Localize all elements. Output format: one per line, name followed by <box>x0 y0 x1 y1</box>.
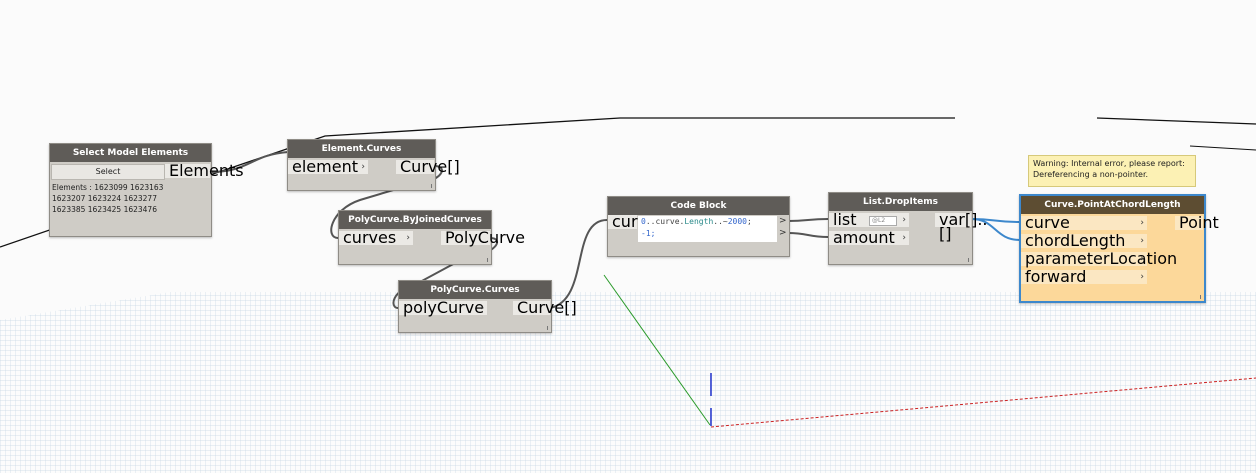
input-port-curve[interactable]: curve <box>608 214 657 230</box>
chevron-right-icon: › <box>361 162 365 172</box>
selection-info: Elements : 1623099 1623163 1623207 16232… <box>52 183 164 214</box>
port-label: forward <box>1025 267 1087 286</box>
input-port-curve[interactable]: curve › <box>1021 213 1147 232</box>
port-label: curves <box>343 228 397 247</box>
port-label: polyCurve <box>403 298 485 317</box>
output-port-point[interactable]: Point <box>1175 215 1219 231</box>
output-port-1[interactable]: > <box>779 216 787 226</box>
node-title: Code Block <box>608 197 789 215</box>
resize-handle[interactable] <box>547 326 548 330</box>
wire <box>549 219 608 309</box>
chevron-right-icon: › <box>1140 236 1144 246</box>
model-curve-line <box>1096 117 1256 125</box>
code-token: Length <box>684 217 714 226</box>
node-title: Select Model Elements <box>50 144 211 162</box>
output-port-curves[interactable]: Curve[] <box>396 159 460 175</box>
wire <box>392 237 498 309</box>
input-port-chordlength[interactable]: chordLength › <box>1021 231 1147 250</box>
warning-bubble: Warning: Internal error, please report: … <box>1028 155 1196 187</box>
code-token: ..curve. <box>645 217 685 226</box>
chevron-right-icon: › <box>1140 254 1144 264</box>
node-polycurve-curves[interactable]: PolyCurve.Curves polyCurve › Curve[] <box>398 280 577 333</box>
node-title: Element.Curves <box>288 140 435 158</box>
node-curve-point-at-chord-length[interactable]: Curve.PointAtChordLength curve › chordLe… <box>1019 194 1219 303</box>
wire-selected <box>971 218 1021 241</box>
resize-handle[interactable] <box>968 258 969 262</box>
node-select-model-elements[interactable]: Select Model Elements Select Elements El… <box>49 143 244 237</box>
input-port-parameterlocation[interactable]: parameterLocation › <box>1021 251 1177 267</box>
resize-handle[interactable] <box>431 184 432 188</box>
port-label: list <box>833 210 857 229</box>
port-label: chordLength <box>1025 231 1126 250</box>
output-port-2[interactable]: > <box>779 228 787 238</box>
port-label: amount <box>833 228 895 247</box>
code-editor[interactable]: 0..curve.Length..~2000; -1; <box>638 216 777 242</box>
output-port-elements[interactable]: Elements <box>165 163 244 179</box>
code-token: ..~ <box>713 217 728 226</box>
resize-handle[interactable] <box>487 258 488 262</box>
axis-red <box>710 377 1256 428</box>
wire <box>209 151 289 173</box>
select-button[interactable]: Select <box>51 164 165 180</box>
node-title: PolyCurve.Curves <box>399 281 551 299</box>
wire <box>787 232 829 238</box>
code-token: ; <box>746 217 752 226</box>
port-label: curve <box>1025 213 1070 232</box>
chevron-right-icon: › <box>1140 272 1144 282</box>
input-port-curves[interactable]: curves › <box>339 228 413 247</box>
output-port-var[interactable]: var[]..[] <box>935 212 988 242</box>
chevron-right-icon: › <box>1140 218 1144 228</box>
node-list-dropitems[interactable]: List.DropItems list › @L2 amount › var[]… <box>828 192 988 265</box>
port-label: element <box>292 157 358 176</box>
node-polycurve-by-joined-curves[interactable]: PolyCurve.ByJoinedCurves curves › PolyCu… <box>338 210 525 265</box>
wire <box>330 165 443 239</box>
input-port-polycurve[interactable]: polyCurve › <box>399 298 487 317</box>
input-port-amount[interactable]: amount › <box>829 228 909 247</box>
code-token: 0 <box>641 217 646 226</box>
chevron-right-icon: › <box>480 303 484 313</box>
node-title: PolyCurve.ByJoinedCurves <box>339 211 491 229</box>
ground-grid <box>0 292 1256 473</box>
wire <box>787 218 829 222</box>
output-port-polycurve[interactable]: PolyCurve <box>441 230 525 246</box>
node-code-block[interactable]: Code Block curve 0..curve.Length..~2000;… <box>607 196 790 257</box>
input-port-element[interactable]: element › <box>288 157 368 176</box>
chevron-right-icon: › <box>406 233 410 243</box>
input-port-forward[interactable]: forward › <box>1021 267 1147 286</box>
axis-green <box>603 274 711 426</box>
output-port-curves[interactable]: Curve[] <box>513 300 577 316</box>
node-title: List.DropItems <box>829 193 972 211</box>
port-label: parameterLocation <box>1025 249 1178 268</box>
node-element-curves[interactable]: Element.Curves element › Curve[] <box>287 139 460 191</box>
code-token: 2000 <box>727 217 747 226</box>
lacing-field[interactable]: @L2 <box>869 216 897 226</box>
code-line: -1; <box>641 229 656 238</box>
chevron-right-icon: › <box>902 215 906 225</box>
node-title: Curve.PointAtChordLength <box>1021 196 1204 214</box>
resize-handle[interactable] <box>1200 295 1201 299</box>
chevron-right-icon: › <box>902 233 906 243</box>
